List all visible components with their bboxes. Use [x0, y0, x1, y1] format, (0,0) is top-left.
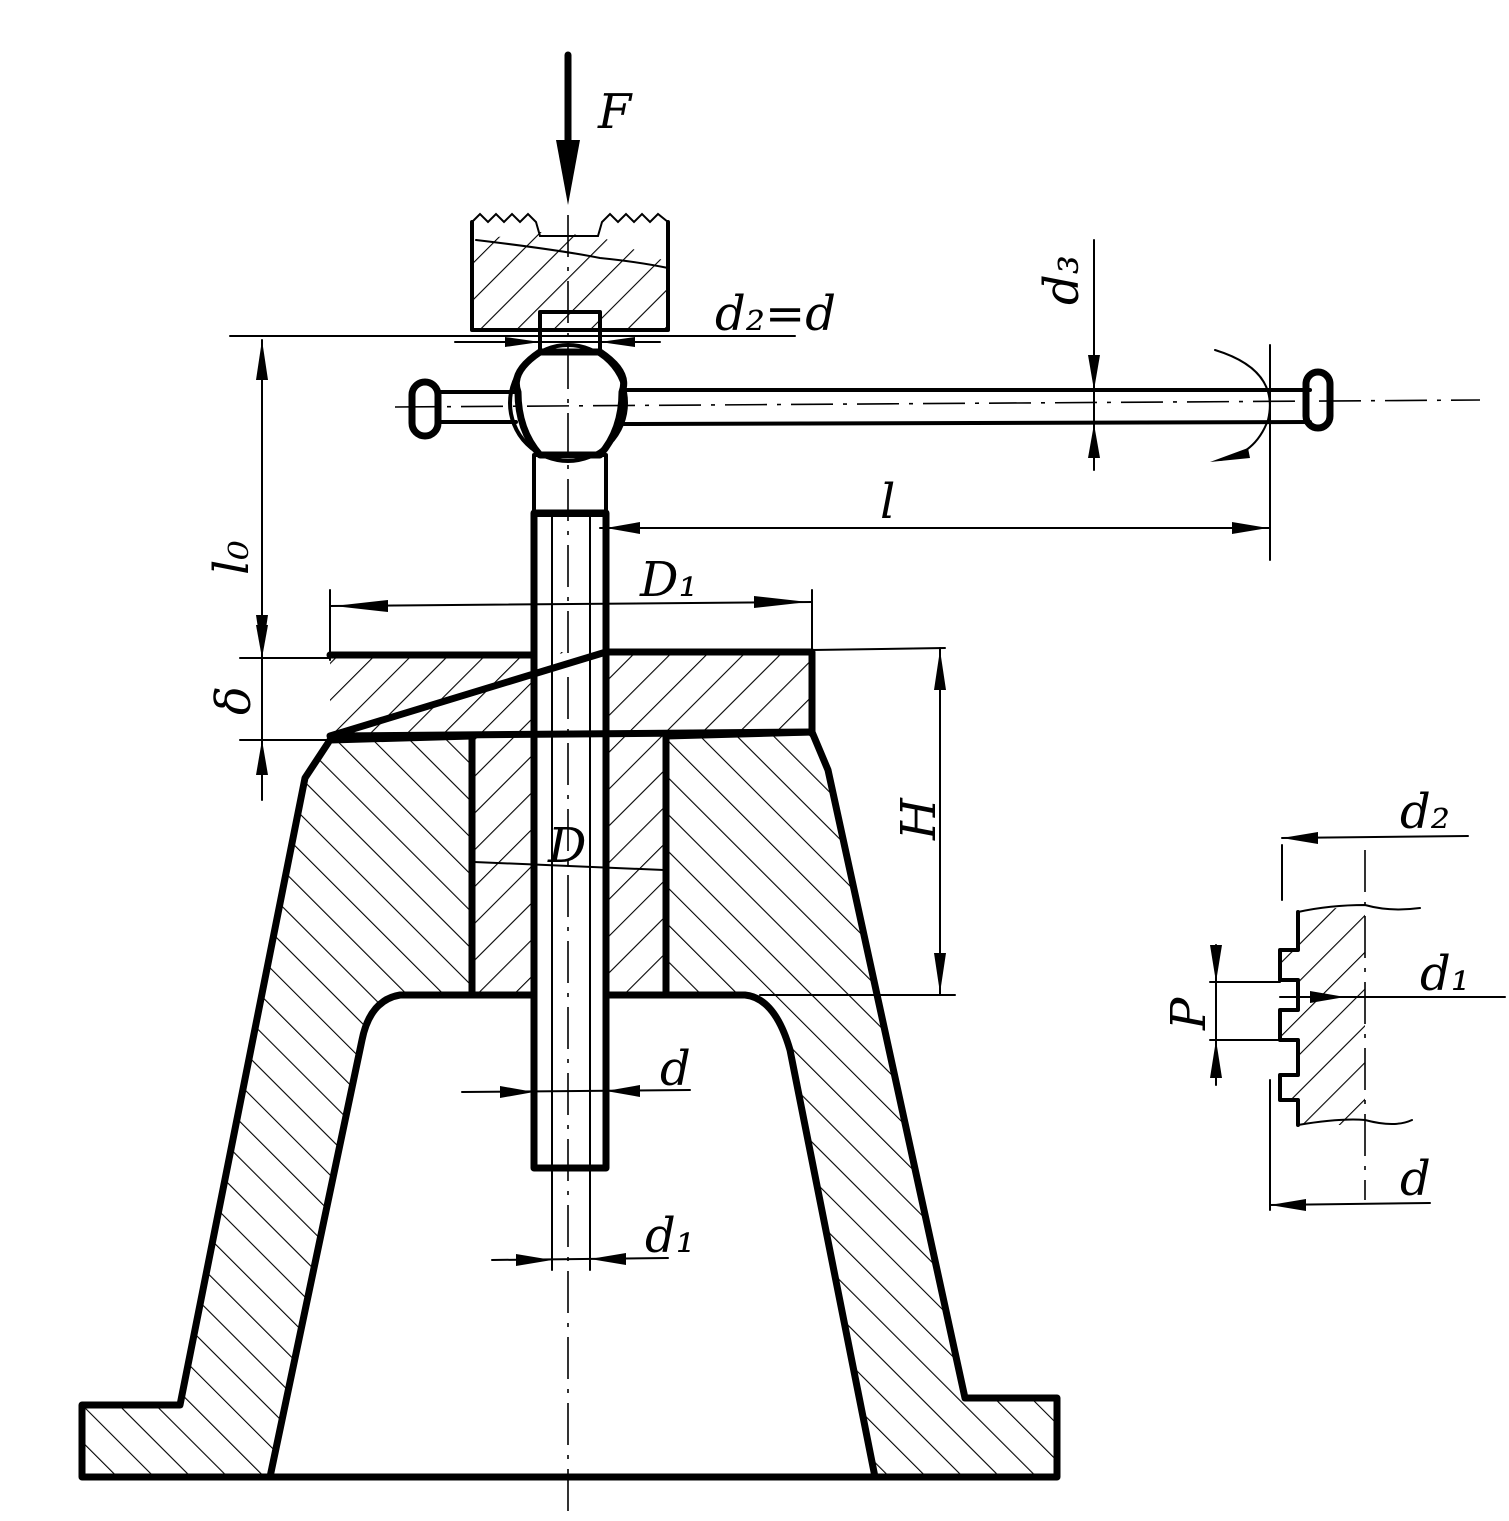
collar-thickness-label: δ — [206, 686, 262, 715]
jack-body — [78, 728, 1061, 1481]
nut-collar — [326, 648, 816, 740]
handle-length-dimension — [599, 344, 1271, 561]
root-diameter-label: d₁ — [645, 1208, 695, 1264]
root-diameter-dimension — [491, 1167, 669, 1271]
handle-bar — [394, 349, 1481, 462]
force-label: F — [597, 84, 633, 140]
detail-d2-label: d₂ — [1400, 784, 1450, 840]
head-diameter-dimension — [229, 335, 796, 347]
collar-thickness-dimension — [239, 625, 331, 775]
nut-height-label: H — [891, 797, 947, 841]
thread-detail — [1269, 844, 1421, 1211]
screw-length-label: l₀ — [204, 540, 260, 575]
handle-diameter-dimension — [1088, 239, 1100, 471]
handle-diameter-label: d₃ — [1034, 255, 1090, 305]
detail-pitch-label: P — [1161, 997, 1217, 1031]
collar-diameter-label: D₁ — [639, 552, 698, 608]
detail-pitch-dimension — [1209, 944, 1281, 1086]
detail-d-dimension — [1269, 1199, 1431, 1211]
nut-diameter-label: D — [547, 818, 586, 874]
collar-diameter-dimension — [329, 589, 813, 661]
detail-d1-label: d₁ — [1420, 946, 1470, 1002]
handle-length-label: l — [880, 474, 895, 530]
cup-head — [470, 212, 670, 332]
screw-shaft — [530, 453, 610, 1172]
screw-diameter-label: d — [660, 1041, 691, 1097]
force-arrow — [556, 51, 580, 205]
head-diameter-label: d₂=d — [715, 286, 836, 342]
detail-d2-dimension — [1281, 832, 1469, 844]
screw-diameter-dimension — [461, 1085, 691, 1098]
detail-d1-dimension — [1279, 991, 1506, 1003]
detail-d-label: d — [1400, 1151, 1431, 1207]
